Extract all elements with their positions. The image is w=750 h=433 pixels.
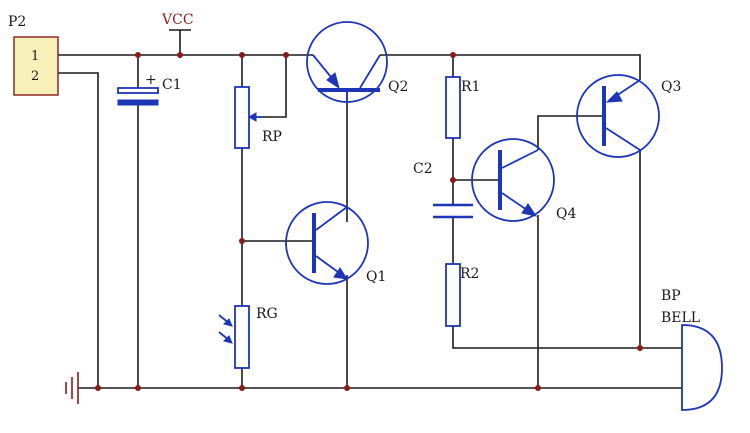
junction-dot — [239, 52, 245, 58]
q2-emitter-arrow — [326, 72, 340, 90]
q2-collector — [359, 54, 381, 89]
r1-label: R1 — [461, 79, 480, 95]
q4-collector — [501, 149, 539, 169]
resistor-r1: R1 — [445, 76, 480, 139]
q1-collector — [315, 206, 348, 231]
q2-collector-rail — [380, 54, 641, 80]
c2-label: C2 — [413, 161, 433, 177]
capacitor-c2: C2 — [413, 161, 473, 219]
rp-body — [234, 86, 250, 149]
q3-label: Q3 — [661, 79, 681, 95]
q3-emitter-arrow — [605, 91, 623, 103]
junction-dot — [637, 345, 643, 351]
ground-icon — [65, 372, 79, 404]
q3-body — [576, 74, 660, 158]
rg-body — [234, 305, 250, 369]
connector-body — [13, 36, 59, 96]
junction-dot — [135, 52, 141, 58]
q3-collector — [605, 127, 641, 151]
junction-dot — [450, 52, 456, 58]
rp-label: RP — [262, 129, 282, 145]
buzzer-name: BELL — [661, 310, 700, 326]
junction-dot — [283, 52, 289, 58]
q4-q3-link — [537, 115, 604, 150]
resistor-r2: R2 — [445, 263, 479, 327]
rp-wiper-wire — [262, 55, 287, 118]
buzzer-ref: BP — [661, 288, 681, 304]
connector-pin-2: 2 — [31, 69, 39, 84]
connector-pin-1: 1 — [31, 49, 39, 64]
photoresistor-rg: RG — [218, 305, 278, 369]
transistor-q2: Q2 — [306, 21, 408, 103]
wires — [58, 29, 682, 389]
potentiometer-rp: RP — [234, 86, 282, 149]
junction-dot — [450, 177, 456, 183]
junction-dot — [135, 385, 141, 391]
c1-polarity: + — [145, 72, 157, 88]
r2-label: R2 — [460, 266, 479, 282]
c1-bottom-plate — [117, 99, 159, 106]
connector-p2: P2 1 2 — [8, 14, 59, 96]
capacitor-c1: + C1 — [117, 72, 182, 106]
q1-emitter-arrow — [333, 267, 349, 280]
q1-body — [285, 201, 369, 285]
junction-dot — [95, 385, 101, 391]
junction-dot — [535, 385, 541, 391]
rg-label: RG — [256, 306, 278, 322]
ground-return-wire — [58, 72, 99, 388]
junctions — [95, 52, 643, 391]
bell-icon — [681, 324, 723, 411]
buzzer-bp: BP BELL — [661, 288, 723, 411]
junction-dot — [239, 385, 245, 391]
junction-dot — [177, 52, 183, 58]
q1-label: Q1 — [366, 269, 386, 285]
rg-light-arrow-2 — [223, 335, 233, 344]
r2-body — [445, 263, 461, 327]
c1-top-plate — [117, 87, 159, 94]
junction-dot — [239, 238, 245, 244]
r1-body — [445, 76, 461, 139]
c1-label: C1 — [162, 77, 182, 93]
vcc-label: VCC — [161, 12, 194, 28]
rp-wiper-arrow — [247, 112, 257, 122]
q4-label: Q4 — [556, 206, 576, 222]
q4-body — [471, 138, 555, 222]
transistor-q3: Q3 — [576, 74, 681, 158]
q4-emitter-arrow — [521, 203, 538, 217]
connector-label: P2 — [8, 14, 26, 30]
rg-light-arrow-1 — [223, 318, 233, 327]
junction-dot — [344, 385, 350, 391]
q2-label: Q2 — [388, 79, 408, 95]
r2-bottom-wire — [452, 326, 682, 349]
transistor-q1: Q1 — [285, 201, 386, 285]
transistor-q4: Q4 — [471, 138, 576, 222]
